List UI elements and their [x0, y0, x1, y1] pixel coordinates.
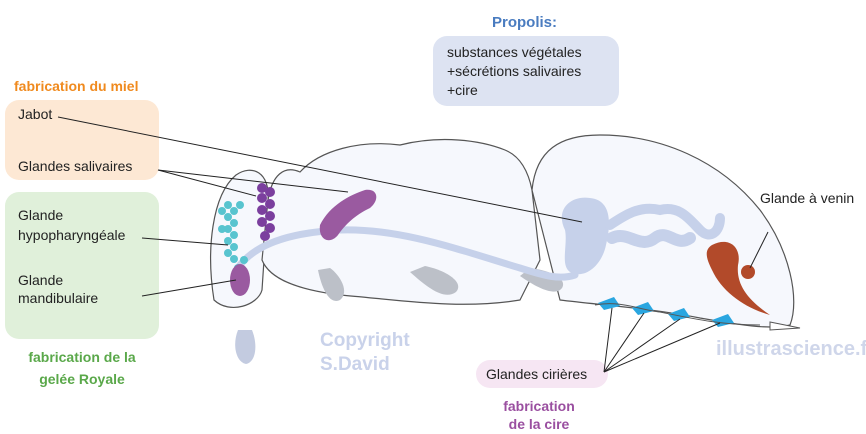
wax-pointer-3 — [604, 319, 680, 372]
mandibular-gland — [230, 264, 250, 296]
venom-label: Glande à venin — [760, 190, 854, 206]
proboscis — [235, 330, 255, 364]
midgut-loops — [612, 235, 690, 242]
wax-title-1: fabrication — [496, 396, 582, 416]
venom-sac — [741, 265, 755, 279]
propolis-line-2: +sécrétions salivaires — [447, 63, 581, 79]
propolis-title: Propolis: — [492, 14, 557, 31]
royal-jelly-title-1: fabrication de la — [20, 346, 144, 368]
site-watermark: illustrascience.fr — [716, 338, 866, 361]
copyright-watermark-1: Copyright — [320, 330, 410, 352]
propolis-line-3: +cire — [447, 82, 478, 98]
wax-pointer-4 — [604, 323, 720, 372]
wax-glands-label: Glandes cirières — [486, 366, 587, 382]
hypopharyngeal-label-1: Glande — [18, 207, 63, 223]
propolis-line-1: substances végétales — [447, 44, 582, 60]
mandibular-label-1: Glande — [18, 272, 63, 288]
wax-title-2: de la cire — [496, 414, 582, 434]
jabot-label: Jabot — [18, 106, 52, 122]
thorax-outline — [262, 140, 540, 305]
hypopharyngeal-label-2: hypopharyngéale — [18, 227, 125, 243]
royal-jelly-title-2: gelée Royale — [20, 368, 144, 390]
salivary-label: Glandes salivaires — [18, 158, 132, 174]
copyright-watermark-2: S.David — [320, 354, 390, 376]
mandibular-label-2: mandibulaire — [18, 290, 98, 306]
honey-title: fabrication du miel — [14, 78, 138, 94]
